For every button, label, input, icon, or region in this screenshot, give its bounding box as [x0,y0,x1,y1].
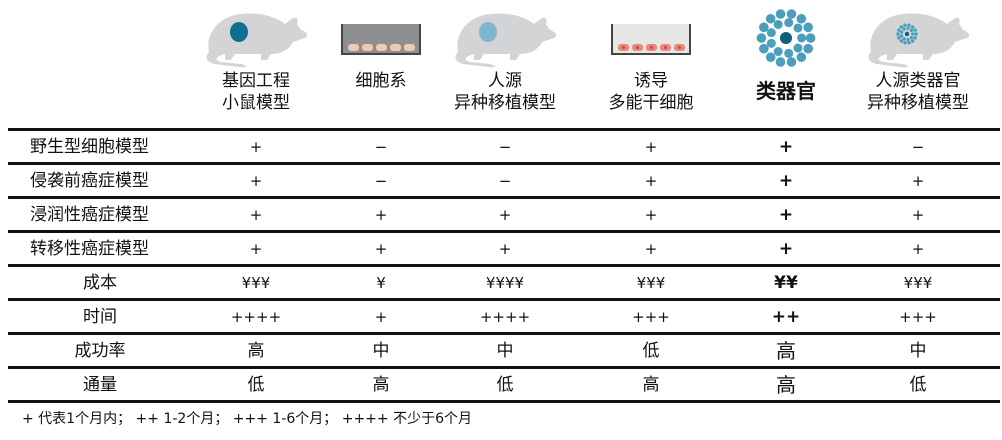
ipsc-dish-icon [576,4,726,70]
row-label: 转移性癌症模型 [30,239,149,259]
column-title: 小鼠模型 [222,93,290,113]
row-label: 成本 [83,273,117,293]
table-row: 浸润性癌症模型 + + + + + + [0,198,1002,232]
table-cell: 低 [247,375,265,395]
table-cell: ¥¥¥ [241,274,271,292]
table-row: 时间+++++++++++++++++ [0,300,1002,334]
column-title: 异种移植模型 [454,93,556,113]
table-cell: ¥¥¥¥ [485,274,525,292]
table-cell: 中 [496,341,514,361]
row-divider [8,400,1000,403]
table-row: 野生型细胞模型 + − − + + − [0,130,1002,164]
column-title: 多能干细胞 [608,93,694,113]
row-divider [8,162,1000,165]
table-cell: + [644,206,658,224]
table-cell: + [374,206,388,224]
table-cell: ++ [771,307,801,327]
table-cell: − [911,138,925,156]
column-title: 类器官 [756,79,816,103]
table-row: 成本¥¥¥¥¥¥¥¥¥¥¥¥¥¥¥¥ [0,266,1002,300]
table-cell: + [778,205,794,225]
table-cell: + [911,206,925,224]
table-cell: + [374,240,388,258]
row-divider [8,366,1000,369]
table-cell: − [374,172,388,190]
table-cell: 高 [642,375,660,395]
table-cell: + [911,240,925,258]
table-cell: ¥¥¥ [903,274,933,292]
column-title: 细胞系 [355,71,407,91]
mouse-organoid-icon [843,4,993,70]
column-header: 诱导多能干细胞 [576,0,726,114]
row-label: 浸润性癌症模型 [30,205,149,225]
table-cell: + [249,138,263,156]
row-divider [8,230,1000,233]
table-row: 转移性癌症模型 + + + + + + [0,232,1002,266]
column-header: 细胞系 [306,0,456,92]
table-cell: 低 [642,341,660,361]
table-cell: + [778,137,794,157]
row-label: 成功率 [74,341,126,361]
table-cell: ++++ [479,308,531,326]
table-cell: 高 [372,375,390,395]
organoid-icon [711,4,861,70]
row-label: 野生型细胞模型 [30,137,149,157]
column-header: 人源异种移植模型 [430,0,580,114]
table-cell: + [498,240,512,258]
table-cell: + [249,240,263,258]
table-cell: +++ [899,308,937,326]
row-divider [8,196,1000,199]
table-cell: 低 [909,375,927,395]
column-title: 基因工程 [222,71,290,91]
row-label: 通量 [83,375,117,395]
column-header: 类器官 [711,0,861,102]
table-row: 通量 低 高 低 高 高 低 [0,368,1002,402]
column-title: 人源 [488,71,522,91]
column-title: 异种移植模型 [867,93,969,113]
column-header: 人源类器官异种移植模型 [843,0,993,114]
cell-dish-icon [306,4,456,70]
row-divider [8,264,1000,267]
table-cell: − [498,138,512,156]
table-cell: 高 [776,373,796,397]
table-cell: + [249,206,263,224]
table-row: 侵袭前癌症模型 + − − + + + [0,164,1002,198]
table-cell: 高 [776,339,796,363]
table-cell: ¥ [376,274,386,292]
table-cell: ¥¥¥ [636,274,666,292]
table-cell: 中 [372,341,390,361]
mouse-tumor-light-icon [430,4,580,70]
table-cell: ¥¥ [774,273,798,293]
column-title: 人源类器官 [875,71,961,91]
table-cell: + [644,138,658,156]
table-cell: +++ [632,308,670,326]
table-cell: + [911,172,925,190]
row-label: 时间 [83,307,117,327]
table-cell: 低 [496,375,514,395]
table-cell: 高 [247,341,265,361]
table-cell: + [374,308,388,326]
table-cell: + [644,172,658,190]
row-label: 侵袭前癌症模型 [30,171,149,191]
row-divider [8,128,1000,131]
row-divider [8,298,1000,301]
mouse-tumor-dark-icon [181,4,331,70]
row-divider [8,332,1000,335]
table-cell: + [498,206,512,224]
table-cell: + [778,239,794,259]
column-title: 诱导 [634,71,668,91]
table-cell: ++++ [230,308,282,326]
table-row: 成功率 高 中 中 低 高 中 [0,334,1002,368]
table-cell: − [498,172,512,190]
table-cell: + [778,171,794,191]
table-cell: + [249,172,263,190]
column-header: 基因工程小鼠模型 [181,0,331,114]
footnote: + 代表1个月内； ++ 1-2个月； +++ 1-6个月； ++++ 不少于6… [22,411,473,427]
table-cell: − [374,138,388,156]
table-cell: 中 [909,341,927,361]
table-cell: + [644,240,658,258]
